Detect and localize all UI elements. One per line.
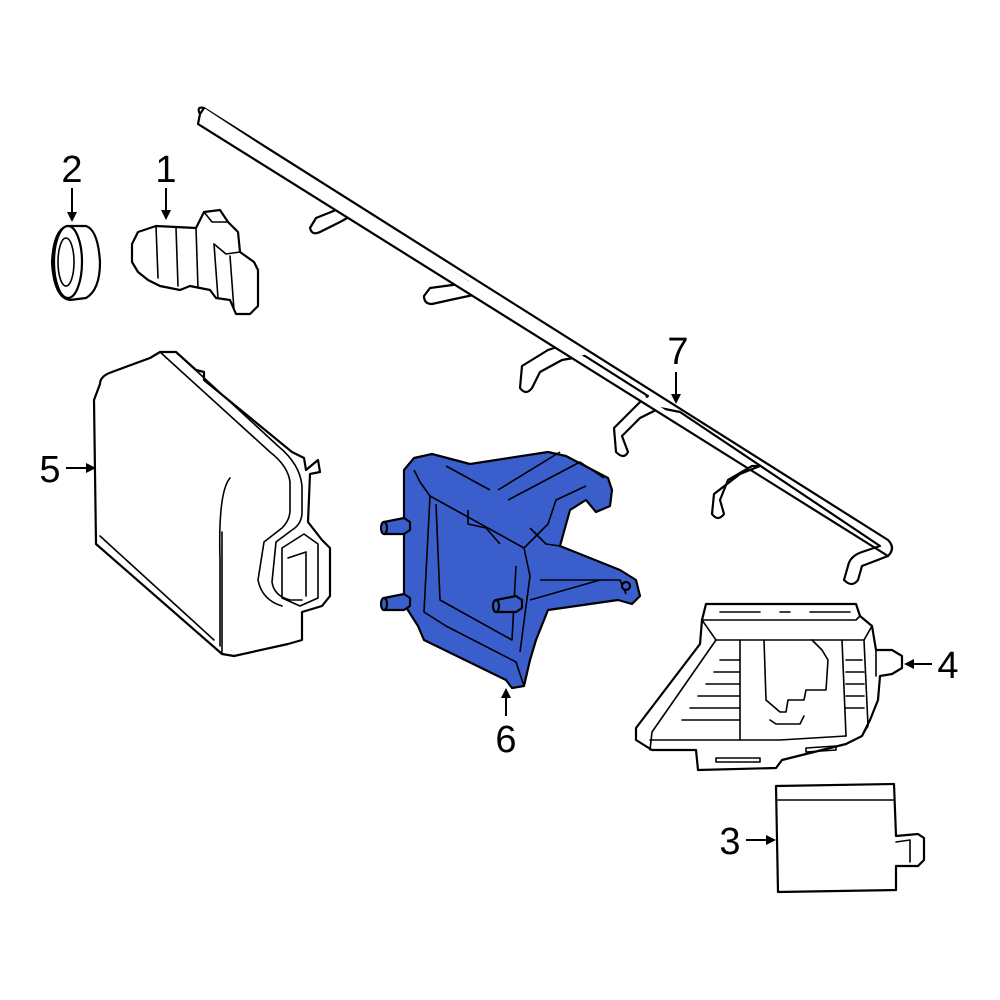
callout-leaders — [66, 188, 932, 845]
bracket-cover-icon[interactable] — [634, 602, 904, 772]
callout-5: 5 — [39, 449, 60, 491]
callout-2: 2 — [61, 149, 82, 191]
sensor-ring-icon[interactable] — [50, 224, 102, 302]
callout-6: 6 — [495, 719, 516, 761]
mounting-bracket-icon[interactable] — [379, 450, 642, 690]
parking-sensor-icon[interactable] — [130, 208, 260, 316]
callout-4: 4 — [937, 645, 958, 687]
wire-harness-icon[interactable] — [196, 106, 894, 586]
callout-1: 1 — [155, 149, 176, 191]
callout-7: 7 — [667, 331, 688, 373]
module-box-icon[interactable] — [774, 782, 926, 894]
callout-3: 3 — [719, 821, 740, 863]
control-module-icon[interactable] — [92, 350, 332, 658]
